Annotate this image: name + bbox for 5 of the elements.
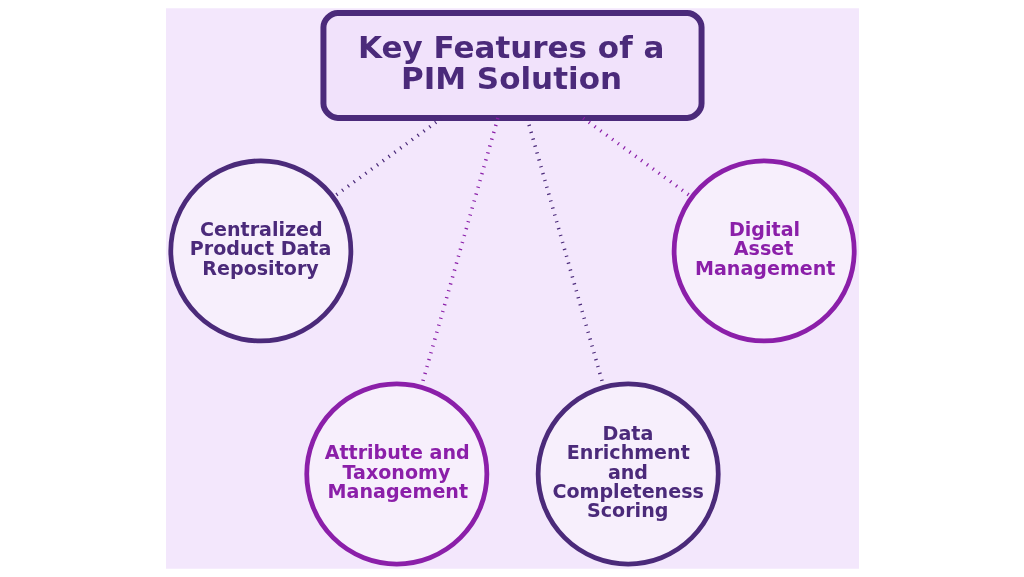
node-circle: Centralized Product Data Repository	[167, 158, 353, 344]
node-box: Key Features of a PIM Solution	[319, 10, 705, 121]
node-circle: Data Enrichment and Completeness Scoring	[535, 381, 721, 567]
node-circle: Attribute and Taxonomy Management	[303, 381, 489, 567]
node-circle: Digital Asset Management	[671, 158, 857, 344]
